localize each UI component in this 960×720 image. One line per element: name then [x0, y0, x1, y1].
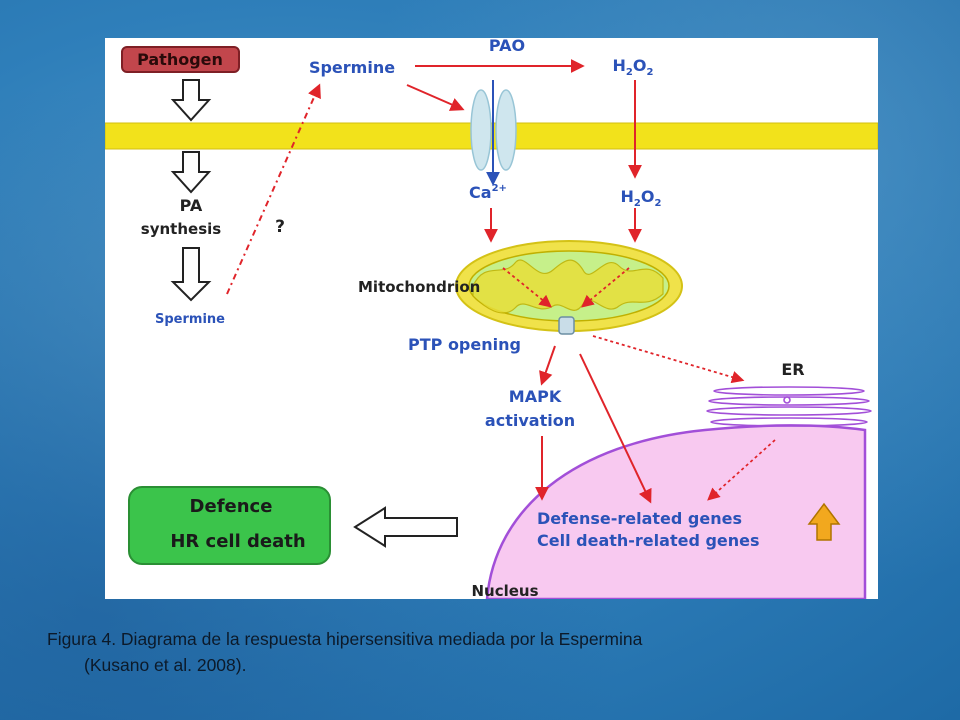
diagram-svg: Pathogen PA synthesis ? Spermine Spermin… [105, 38, 878, 599]
pathogen-box [121, 46, 240, 73]
pao-label: PAO [489, 38, 525, 55]
er-to-genes-arrow [707, 439, 776, 501]
result-arrow [353, 506, 458, 548]
pathogen-label: Pathogen [137, 50, 223, 69]
mitochondrion-label: Mitochondrion [358, 278, 480, 296]
ptp-to-mapk-arrow [539, 345, 556, 386]
defence-box [128, 486, 331, 565]
ptp-opening-label: PTP opening [408, 335, 521, 354]
mapk-label: MAPK [509, 387, 562, 406]
channel-left [470, 89, 492, 171]
ca-label: Ca2+ [469, 183, 507, 202]
h2o2-mid-label: H2O2 [621, 187, 662, 209]
caption-line-1: Figura 4. Diagrama de la respuesta hiper… [47, 629, 643, 649]
pa-label: PA [180, 196, 203, 215]
diagram-panel: Pathogen PA synthesis ? Spermine Spermin… [105, 38, 878, 599]
ptp-pore [558, 316, 575, 335]
ptp-to-genes-arrow [579, 353, 652, 504]
mito-dotted-arrow-left [502, 267, 552, 308]
down-arrow-1 [170, 79, 212, 122]
spermine-top-label: Spermine [309, 58, 395, 77]
channel-right [495, 89, 517, 171]
down-arrow-2 [170, 151, 212, 194]
ptp-to-er-arrow [592, 335, 745, 384]
defense-genes-label: Defense-related genes [537, 509, 742, 528]
h2o2-top-label: H2O2 [613, 56, 654, 78]
synthesis-label: synthesis [141, 220, 221, 238]
defence-label: Defence [190, 496, 273, 517]
hr-cell-death-label: HR cell death [170, 531, 305, 552]
upregulation-arrow-icon [807, 502, 841, 541]
activation-label: activation [485, 411, 575, 430]
mito-dotted-arrow-right [581, 267, 630, 308]
death-genes-label: Cell death-related genes [537, 531, 760, 550]
mitochondrion-cristae [472, 259, 664, 314]
spermine-transport-arrow [226, 83, 321, 295]
figure-caption: Figura 4. Diagrama de la respuesta hiper… [47, 626, 927, 678]
spermine-to-channel-arrow [406, 84, 465, 111]
nucleus-shape [485, 424, 867, 599]
nucleus-label: Nucleus [471, 582, 538, 599]
spermine-left-label: Spermine [155, 312, 225, 327]
caption-line-2: (Kusano et al. 2008). [84, 655, 247, 675]
down-arrow-3 [170, 247, 212, 302]
er-label: ER [781, 360, 804, 379]
er-stacks [706, 386, 872, 427]
question-mark: ? [275, 217, 285, 237]
